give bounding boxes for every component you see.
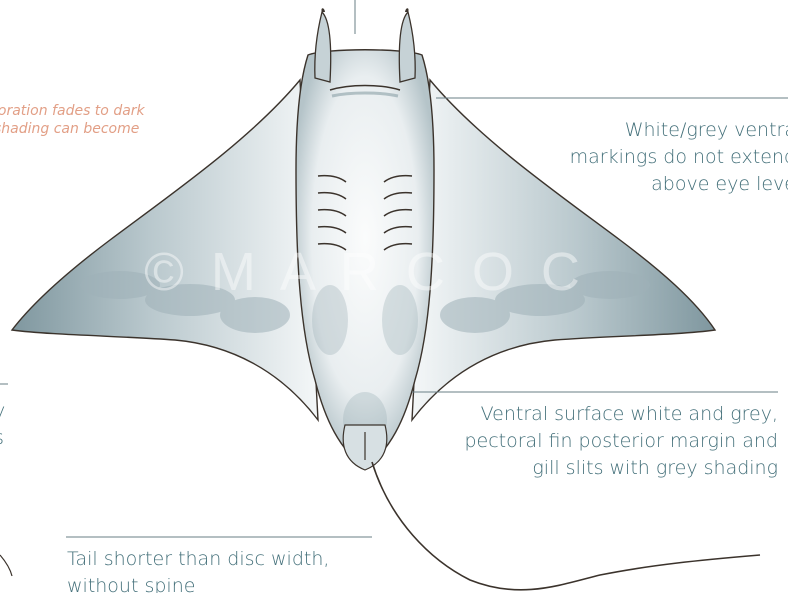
left-cephalic-lobe [315, 12, 331, 82]
right-cephalic-lobe [399, 12, 415, 82]
lobe-tip-left [321, 8, 325, 12]
watermark: © M A R C O C [144, 242, 586, 302]
lobe-tip-right [405, 8, 409, 12]
ventral-surface-annotation: Ventral surface white and grey, pectoral… [464, 401, 778, 482]
left-clipped-annotation: y s [0, 398, 5, 452]
ventral-markings-annotation: White/grey ventra markings do not extend… [570, 117, 788, 198]
left-edge-tail-fragment [0, 555, 12, 576]
tail-annotation: Tail shorter than disc width, without sp… [67, 546, 329, 593]
dorsal-coloration-annotation: loration fades to dark shading can becom… [0, 102, 145, 138]
